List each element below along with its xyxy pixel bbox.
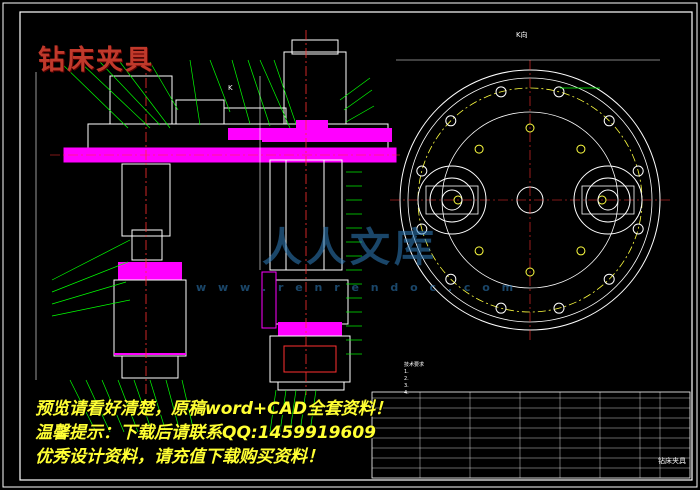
leader-line (309, 389, 317, 433)
view-label-k: K (228, 84, 233, 92)
bolt-hole (603, 273, 615, 285)
overlay-purchase-note: 优秀设计资料，请充值下载购买资料！ (35, 447, 324, 467)
leader-line (59, 61, 129, 129)
bolt-hole (495, 86, 507, 98)
watermark-logo: 人人文库 (262, 225, 438, 271)
watermark-url: w w w . r e n r e n d o c . c o m (196, 281, 518, 294)
tech-note-line: 技术要求 (404, 362, 425, 368)
locating-hole (525, 123, 535, 133)
leader-line (231, 59, 251, 125)
leader-line (99, 61, 161, 126)
overlay-preview-note: 预览请看好清楚，原稿word+CAD全套资料！ (35, 399, 392, 419)
leader-line (51, 281, 127, 305)
leader-line (119, 61, 171, 129)
boss-outer (573, 165, 643, 235)
bolt-hole (445, 273, 457, 285)
base-housing (269, 335, 351, 383)
leader-line (149, 379, 167, 433)
locating-hole (474, 144, 484, 154)
boss-mid (429, 177, 475, 223)
bolt-hole (603, 115, 615, 127)
tech-note-line: 2. (404, 376, 409, 382)
leader-line (273, 59, 297, 125)
leader-line (247, 59, 271, 127)
clamp-arm (223, 107, 287, 125)
leader-line (117, 379, 139, 433)
column-foot (121, 355, 179, 379)
column-base (113, 279, 187, 357)
bolt-hole (416, 165, 428, 177)
leader-line (51, 299, 131, 317)
bolt-hole (632, 223, 644, 235)
leader-line (189, 59, 201, 126)
leader-line (279, 389, 287, 433)
locating-hole (576, 144, 586, 154)
top-cap (291, 39, 339, 55)
leader-line (345, 105, 375, 123)
locating-hole (576, 246, 586, 256)
leader-line (79, 61, 151, 129)
boss-inner (441, 189, 463, 211)
clamp-block (175, 99, 225, 125)
column-collar-section (118, 262, 182, 280)
boss-slot (425, 185, 479, 215)
pillar-inner (285, 159, 325, 271)
leader-line (343, 89, 373, 111)
foot (277, 381, 345, 391)
bolt-hole (553, 86, 565, 98)
leader-line (85, 379, 111, 433)
locating-hole (525, 267, 535, 277)
base-detail (283, 345, 337, 373)
leader-line (101, 379, 125, 433)
leader-line (51, 261, 129, 293)
tech-note-line: 4. (404, 390, 409, 396)
leader-line (51, 239, 131, 281)
boss-slot (581, 185, 635, 215)
bolt-hole (445, 115, 457, 127)
boss-inner (597, 189, 619, 211)
leader-line (165, 379, 181, 433)
pillar-section-1 (296, 120, 328, 138)
boss-outer (417, 165, 487, 235)
locating-hole (474, 246, 484, 256)
lower-section (278, 322, 342, 336)
bolt-hole (495, 302, 507, 314)
leader-line (133, 379, 153, 433)
bolt-hole (632, 165, 644, 177)
bolt-hole (416, 223, 428, 235)
column-nut (131, 229, 163, 261)
title-block-name: 钻床夹具 (658, 457, 686, 465)
title-block (371, 391, 691, 479)
leader-line (259, 59, 291, 129)
leader-line (269, 389, 277, 433)
boss-mid (585, 177, 631, 223)
view-label-k-direction: K向 (516, 31, 528, 39)
leader-line (209, 59, 231, 113)
bolt-hole (553, 302, 565, 314)
inner-border (19, 11, 693, 481)
leader-line (69, 379, 97, 433)
tech-note-line: 3. (404, 383, 409, 389)
drawing-title-stamp: 钻床夹具 (38, 45, 154, 76)
upper-housing (283, 51, 347, 125)
leader-line (149, 61, 179, 111)
overlay-contact-note: 温馨提示：下载后请联系QQ:1459919609 (35, 423, 376, 443)
side-bracket (261, 271, 277, 329)
leader-line (181, 379, 195, 433)
leader-line (339, 77, 371, 101)
tech-note-line: 1. (404, 369, 409, 375)
leader-line (289, 389, 297, 433)
leader-line (299, 389, 307, 433)
